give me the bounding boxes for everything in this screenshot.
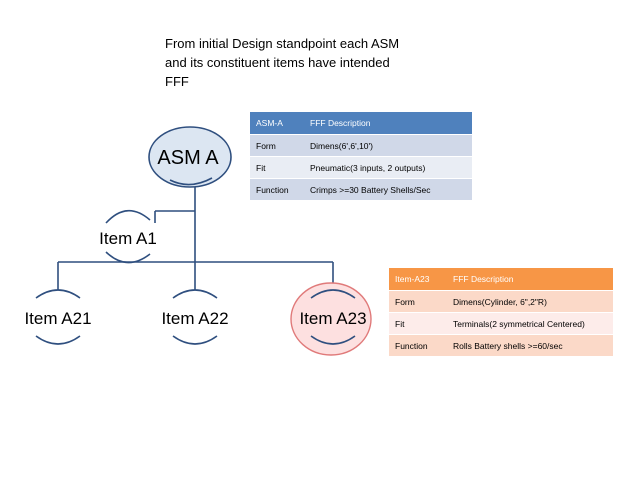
node-item-a23-circle (290, 282, 372, 356)
caption-line-2: and its constituent items have intended (165, 55, 390, 70)
table-cell: Form (250, 134, 304, 157)
table-row: Fit Terminals(2 symmetrical Centered) (389, 312, 613, 335)
table-cell: Pneumatic(3 inputs, 2 outputs) (304, 156, 472, 179)
table-cell: Fit (389, 312, 447, 335)
table-cell: Rolls Battery shells >=60/sec (447, 334, 613, 356)
node-item-a23-top-arc (310, 289, 356, 299)
table-cell: Dimens(6',6',10') (304, 134, 472, 157)
node-item-a1-bottom-arc (105, 251, 151, 264)
item-a23-fff-table: Item-A23 FFF Description Form Dimens(Cyl… (389, 268, 613, 356)
table-cell: Terminals(2 symmetrical Centered) (447, 312, 613, 335)
node-item-a22-label: Item A22 (161, 309, 228, 328)
node-item-a22: Item A22 (161, 289, 229, 345)
table-cell: Crimps >=30 Battery Shells/Sec (304, 178, 472, 200)
caption-text: From initial Design standpoint each ASM … (165, 34, 445, 91)
node-asm-a-label: ASM A (157, 147, 219, 169)
node-item-a23: Item A23 (290, 282, 372, 356)
table-row: Form Dimens(6',6',10') (250, 134, 472, 157)
connectors (57, 183, 334, 290)
node-asm-a-lower-arc (169, 177, 213, 186)
table-header-cell: Item-A23 (389, 268, 447, 291)
node-item-a1: Item A1 (99, 209, 157, 264)
asm-a-fff-table: ASM-A FFF Description Form Dimens(6',6',… (250, 112, 472, 200)
table-row: Form Dimens(Cylinder, 6",2"R) (389, 290, 613, 313)
node-item-a21-top-arc (35, 289, 81, 299)
node-item-a1-label: Item A1 (99, 229, 157, 248)
node-item-a23-label: Item A23 (299, 309, 366, 328)
caption-line-3: FFF (165, 74, 189, 89)
table-header-row: Item-A23 FFF Description (389, 268, 613, 291)
node-asm-a-circle (148, 126, 232, 188)
table-row: Fit Pneumatic(3 inputs, 2 outputs) (250, 156, 472, 179)
node-item-a21-label: Item A21 (24, 309, 91, 328)
node-asm-a: ASM A (148, 126, 232, 188)
node-item-a21-bottom-arc (35, 335, 81, 345)
table-cell: Function (250, 178, 304, 200)
table-cell: Dimens(Cylinder, 6",2"R) (447, 290, 613, 313)
node-item-a22-top-arc (172, 289, 218, 299)
caption-line-1: From initial Design standpoint each ASM (165, 36, 400, 51)
table-cell: Form (389, 290, 447, 313)
node-item-a23-bottom-arc (310, 335, 356, 345)
table-header-cell: FFF Description (447, 268, 613, 291)
table-cell: Function (389, 334, 447, 356)
table-header-cell: FFF Description (304, 112, 472, 135)
table-row: Function Crimps >=30 Battery Shells/Sec (250, 178, 472, 200)
node-item-a21: Item A21 (24, 289, 92, 345)
node-item-a22-bottom-arc (172, 335, 218, 345)
table-header-row: ASM-A FFF Description (250, 112, 472, 135)
node-item-a1-top-arc (105, 209, 151, 224)
table-cell: Fit (250, 156, 304, 179)
table-header-cell: ASM-A (250, 112, 304, 135)
table-row: Function Rolls Battery shells >=60/sec (389, 334, 613, 356)
